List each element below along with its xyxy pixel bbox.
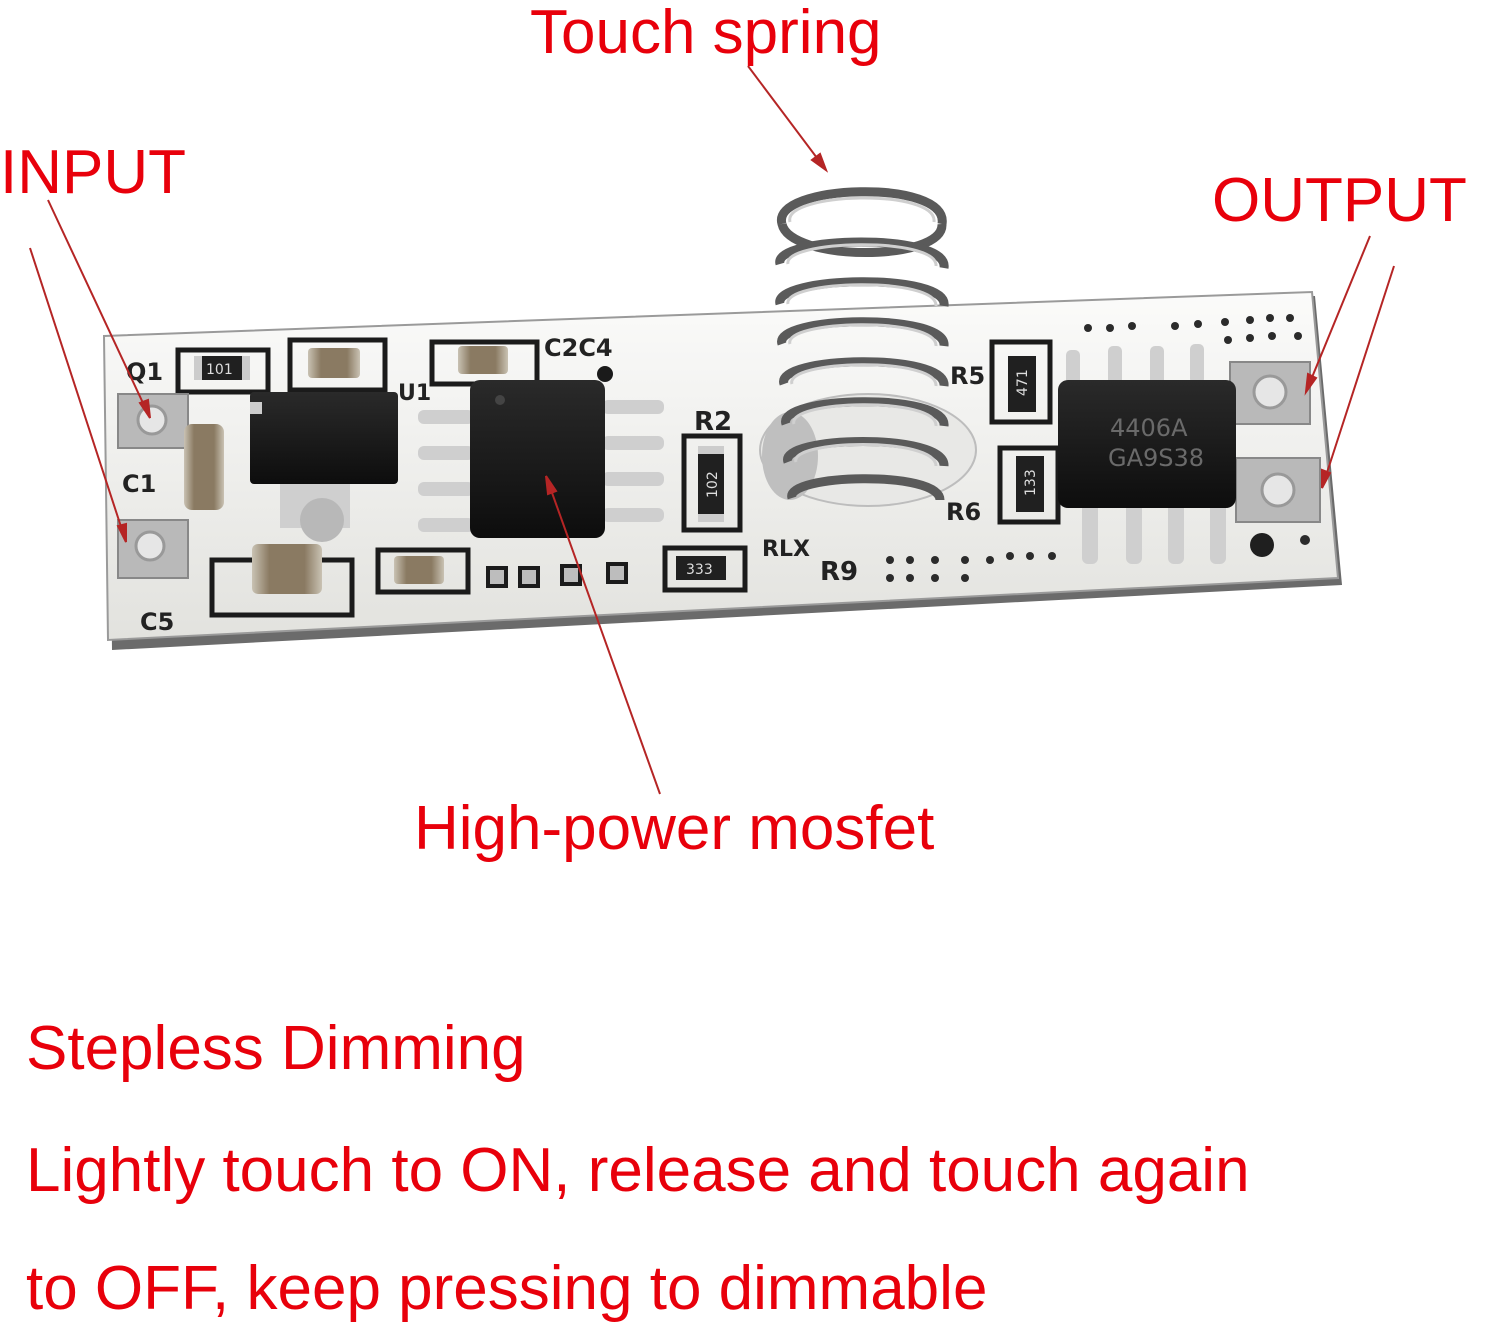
silk-r6: R6	[946, 498, 981, 526]
silk-r5: R5	[950, 362, 985, 390]
silkscreen-labels: Q1 C1 C5 U1 C2C4 R2 R5 R6 RLX R9 101 102…	[122, 334, 1204, 636]
resistor-code-102: 102	[705, 471, 721, 498]
input-label: INPUT	[0, 138, 186, 207]
output-pads	[1229, 361, 1321, 523]
leader-lines	[29, 65, 1395, 795]
feature-description-line-1: Lightly touch to ON, release and touch a…	[26, 1136, 1250, 1205]
touch-controller-ic	[418, 366, 664, 538]
mosfet-label: High-power mosfet	[414, 794, 935, 863]
test-pads	[486, 562, 628, 588]
feature-description-line-2: to OFF, keep pressing to dimmable	[26, 1254, 988, 1323]
resistor-code-333: 333	[686, 562, 713, 578]
feature-title: Stepless Dimming	[26, 1014, 526, 1083]
spring-base	[759, 393, 977, 507]
output-label: OUTPUT	[1212, 166, 1467, 235]
silk-c1: C1	[122, 470, 156, 498]
resistor-code-133: 133	[1023, 469, 1039, 496]
silk-u1: U1	[398, 381, 431, 406]
silkscreen-outlines	[175, 337, 1061, 618]
silk-q1: Q1	[126, 358, 163, 386]
chip-marking-line1: 4406A	[1110, 414, 1188, 442]
input-pads	[117, 393, 189, 579]
silk-rlx: RLX	[762, 537, 810, 562]
chip-marking-line2: GA9S38	[1108, 444, 1204, 472]
touch-spring-label: Touch spring	[530, 0, 882, 67]
touch-spring	[775, 187, 949, 502]
resistor-code-471: 471	[1015, 369, 1031, 396]
ceramic-capacitors	[184, 346, 508, 594]
silk-c5: C5	[140, 608, 174, 636]
silk-r2: R2	[694, 407, 732, 437]
silk-c2c4: C2C4	[544, 334, 613, 362]
resistor-code-101: 101	[206, 362, 233, 378]
silk-r9: R9	[820, 557, 858, 587]
via-dots	[886, 314, 1310, 582]
regulator-chip	[250, 392, 398, 542]
smd-resistors	[194, 356, 1044, 580]
output-mosfet-chip	[1058, 344, 1236, 564]
